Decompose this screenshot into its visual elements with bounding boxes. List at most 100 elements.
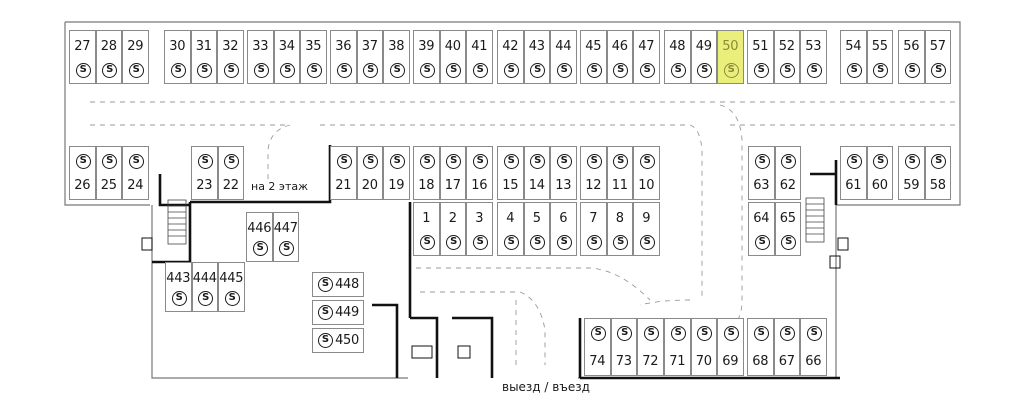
parking-space-number: 29 <box>127 39 144 54</box>
parking-space-number: 33 <box>252 39 269 54</box>
parking-space-number: 63 <box>753 178 770 193</box>
parking-space-number: 67 <box>778 354 795 369</box>
parking-space-number: 27 <box>74 39 91 54</box>
parking-space-number: 55 <box>871 39 888 54</box>
parking-space-s-icon: S <box>128 63 144 78</box>
parking-space-number: 24 <box>127 178 144 193</box>
driving-route <box>90 101 960 370</box>
utility-rooms <box>141 237 849 359</box>
parking-space-s-icon: S <box>586 154 602 169</box>
parking-space-number: 14 <box>528 178 545 193</box>
parking-space-s-icon: S <box>904 154 920 169</box>
parking-space-s-icon: S <box>336 63 352 78</box>
parking-space-number: 28 <box>100 39 117 54</box>
parking-space-s-icon: S <box>102 63 118 78</box>
parking-space-s-icon: S <box>670 326 686 341</box>
stair-left <box>167 199 187 245</box>
